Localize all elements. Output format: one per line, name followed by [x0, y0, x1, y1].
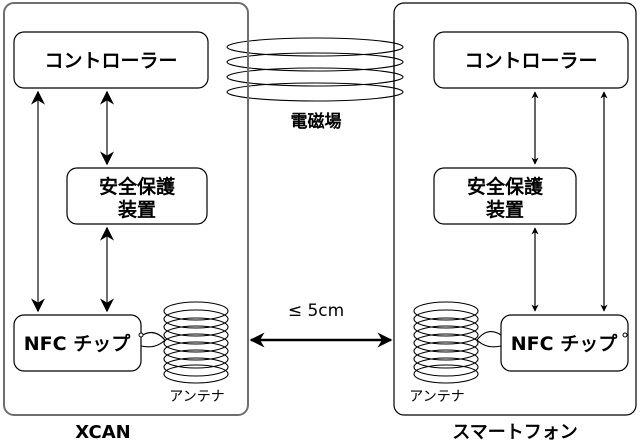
- xcan-controller-label: コントローラー: [44, 50, 177, 72]
- smartphone-device: コントローラー 安全保護 装置 NFC チップ アンテナ スマートフォン: [393, 2, 637, 443]
- xcan-caption: XCAN: [75, 422, 130, 443]
- xcan-nfc-chip-box: [13, 314, 142, 372]
- smartphone-controller-box: [433, 31, 629, 89]
- xcan-outer-box: [3, 2, 249, 416]
- smartphone-outer-box: [393, 2, 637, 416]
- xcan-safety-label-line2: 装置: [117, 198, 156, 221]
- xcan-device: コントローラー 安全保護 装置 NFC チップ アンテナ XCAN: [3, 2, 249, 443]
- xcan-connection-point: [138, 332, 144, 338]
- xcan-nfc-chip-label: NFC チップ: [24, 332, 131, 355]
- xcan-safety-label-line1: 安全保護: [99, 175, 176, 198]
- em-field-coil-icon: [226, 37, 404, 102]
- xcan-antenna-coil-icon: [140, 301, 229, 384]
- smartphone-antenna-coil-icon: [413, 301, 502, 384]
- distance-label: ≤ 5cm: [288, 301, 344, 321]
- xcan-safety-box: [66, 167, 208, 225]
- smartphone-controller-label: コントローラー: [464, 50, 597, 72]
- xcan-controller-box: [13, 31, 209, 89]
- em-field-label: 電磁場: [291, 111, 342, 132]
- xcan-antenna-label: アンテナ: [169, 389, 224, 405]
- smartphone-safety-label-line2: 装置: [485, 198, 524, 221]
- smartphone-safety-label-line1: 安全保護: [467, 175, 544, 198]
- smartphone-caption: スマートフォン: [452, 422, 577, 443]
- smartphone-safety-box: [433, 167, 577, 225]
- smartphone-nfc-chip-label: NFC チップ: [511, 332, 618, 355]
- smartphone-connection-point: [622, 332, 628, 338]
- smartphone-nfc-chip-box: [500, 314, 629, 372]
- smartphone-antenna-label: アンテナ: [409, 389, 464, 405]
